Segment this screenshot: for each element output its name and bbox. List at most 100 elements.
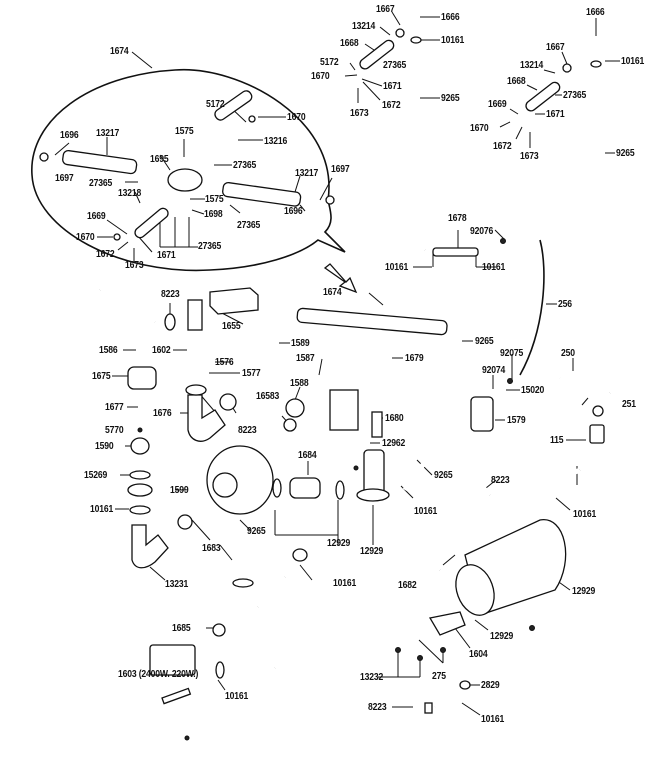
part-label: 1679 [405,352,424,364]
part-label: 5172 [206,98,225,110]
part-label: 12929 [490,630,514,642]
part-label: 92075 [500,347,524,359]
part-label: 13214 [352,20,376,32]
part-label: 5770 [105,424,124,436]
part-label: 1575 [175,125,194,137]
part-label: 1655 [222,320,241,332]
part-label: 12929 [572,585,596,597]
part-label: 9265 [616,147,635,159]
part-label: 13217 [295,167,319,179]
part-label: 15269 [84,469,108,481]
part-label: 9265 [475,335,494,347]
part-label: 10161 [481,713,505,725]
part-label: 1683 [202,542,221,554]
part-label: 1670 [470,122,489,134]
part-label: 8223 [368,701,387,713]
part-label: 1587 [296,352,315,364]
part-label: 1671 [157,249,176,261]
part-label: 27365 [233,159,257,171]
part-label: 10161 [573,508,597,520]
part-label: 1684 [298,449,317,461]
part-label: 1668 [340,37,359,49]
part-label: 1696 [284,205,303,217]
part-label: 10161 [441,34,465,46]
part-label: 92076 [470,225,494,237]
part-label: 1588 [290,377,309,389]
part-label: 13217 [96,127,120,139]
part-label: 1586 [99,344,118,356]
part-label: 12962 [382,437,406,449]
part-label: 1682 [398,579,417,591]
part-label: 10161 [333,577,357,589]
detail-callout-bubble [31,68,346,272]
part-label: 1669 [488,98,507,110]
part-label: 92074 [482,364,506,376]
part-label: 1696 [60,129,79,141]
part-label: 1575 [205,193,224,205]
part-label: 2829 [481,679,500,691]
part-label: 10161 [90,503,114,515]
part-label: 115 [550,434,564,446]
part-label: 1676 [153,407,172,419]
part-label: 1674 [110,45,129,57]
part-label: 1670 [287,111,306,123]
callout-arrow [323,263,358,294]
part-label: 256 [558,298,572,310]
part-label: 1668 [507,75,526,87]
part-label: 1672 [493,140,512,152]
part-label: 27365 [237,219,261,231]
part-label: 1666 [586,6,605,18]
part-label: 1671 [546,108,565,120]
part-label: 1579 [507,414,526,426]
part-label: 13232 [360,671,384,683]
part-label: 13216 [264,135,288,147]
part-label: 8223 [161,288,180,300]
part-label: 1685 [172,622,191,634]
part-label: 1673 [125,259,144,271]
part-label: 15020 [521,384,545,396]
part-label: 1669 [87,210,106,222]
part-label: 275 [432,670,446,682]
part-label: 10161 [621,55,645,67]
part-label: 9265 [434,469,453,481]
part-label: 1599 [170,484,189,496]
part-label: 1674 [323,286,342,298]
part-label: 8223 [238,424,257,436]
part-label: 1670 [76,231,95,243]
part-label: 27365 [563,89,587,101]
part-label: 13214 [520,59,544,71]
part-label: 1677 [105,401,124,413]
part-label: 1675 [92,370,111,382]
part-label: 1672 [382,99,401,111]
part-label: 1698 [204,208,223,220]
part-label: 13218 [118,187,142,199]
part-label: 1680 [385,412,404,424]
part-label: 10161 [225,690,249,702]
part-label: 1666 [441,11,460,23]
part-label: 1697 [55,172,74,184]
part-label: 1604 [469,648,488,660]
part-label: 8223 [491,474,510,486]
part-label: 1667 [376,3,395,15]
part-label: 1673 [520,150,539,162]
leader-lines [54,11,620,716]
part-label: 10161 [414,505,438,517]
part-label: 27365 [198,240,222,252]
part-label: 250 [561,347,575,359]
part-label: 1673 [350,107,369,119]
part-label: 5172 [320,56,339,68]
parts [39,28,605,741]
part-label: 1667 [546,41,565,53]
part-label: 1672 [96,248,115,260]
hoses [90,48,614,710]
part-label: 1589 [291,337,310,349]
part-label: 12929 [360,545,384,557]
part-label: 9265 [247,525,266,537]
part-label: 1678 [448,212,467,224]
part-label: 1697 [331,163,350,175]
part-label: 1602 [152,344,171,356]
part-label: 10161 [482,261,506,273]
part-label: 12929 [327,537,351,549]
